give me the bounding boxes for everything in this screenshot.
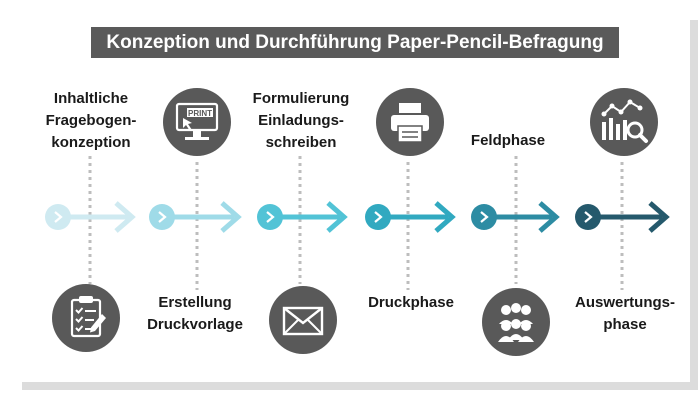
people-group-icon (482, 288, 550, 356)
diagram-title: Konzeption und Durchführung Paper-Pencil… (91, 27, 619, 58)
chevron-right-icon (584, 211, 593, 223)
chevron-right-icon (266, 211, 275, 223)
step-6-marker (575, 204, 601, 230)
chevron-right-icon (480, 211, 489, 223)
step-2-arrow (149, 201, 242, 233)
step-2-marker (149, 204, 175, 230)
step-4-arrow (365, 201, 456, 233)
step-5-marker (471, 204, 497, 230)
chart-magnifier-icon (590, 88, 658, 156)
step-5-arrow (471, 201, 560, 233)
step-1-label: Inhaltliche Fragebogen- konzeption (45, 90, 137, 151)
step-3-label: Formulierung Einladungs- schreiben (252, 90, 350, 151)
step-1-arrow (45, 201, 136, 233)
step-4-marker (365, 204, 391, 230)
step-4-label: Druckphase (368, 294, 454, 311)
step-1-marker (45, 204, 71, 230)
step-2-label: Erstellung Druckvorlage (147, 294, 243, 333)
chevron-right-icon (374, 211, 383, 223)
svg-text:PRINT: PRINT (188, 109, 212, 118)
printer-icon (376, 88, 444, 156)
clipboard-checklist-icon (52, 284, 120, 352)
step-6-arrow (575, 201, 670, 233)
chevron-right-icon (158, 211, 167, 223)
step-6-label: Auswertungs- phase (574, 294, 675, 333)
step-3-arrow (257, 201, 348, 233)
step-5-label: Feldphase (470, 132, 546, 149)
print-monitor-icon: PRINT (163, 88, 231, 156)
chevron-right-icon (54, 211, 63, 223)
envelope-icon (269, 286, 337, 354)
step-3-marker (257, 204, 283, 230)
diagram-card (10, 10, 690, 382)
